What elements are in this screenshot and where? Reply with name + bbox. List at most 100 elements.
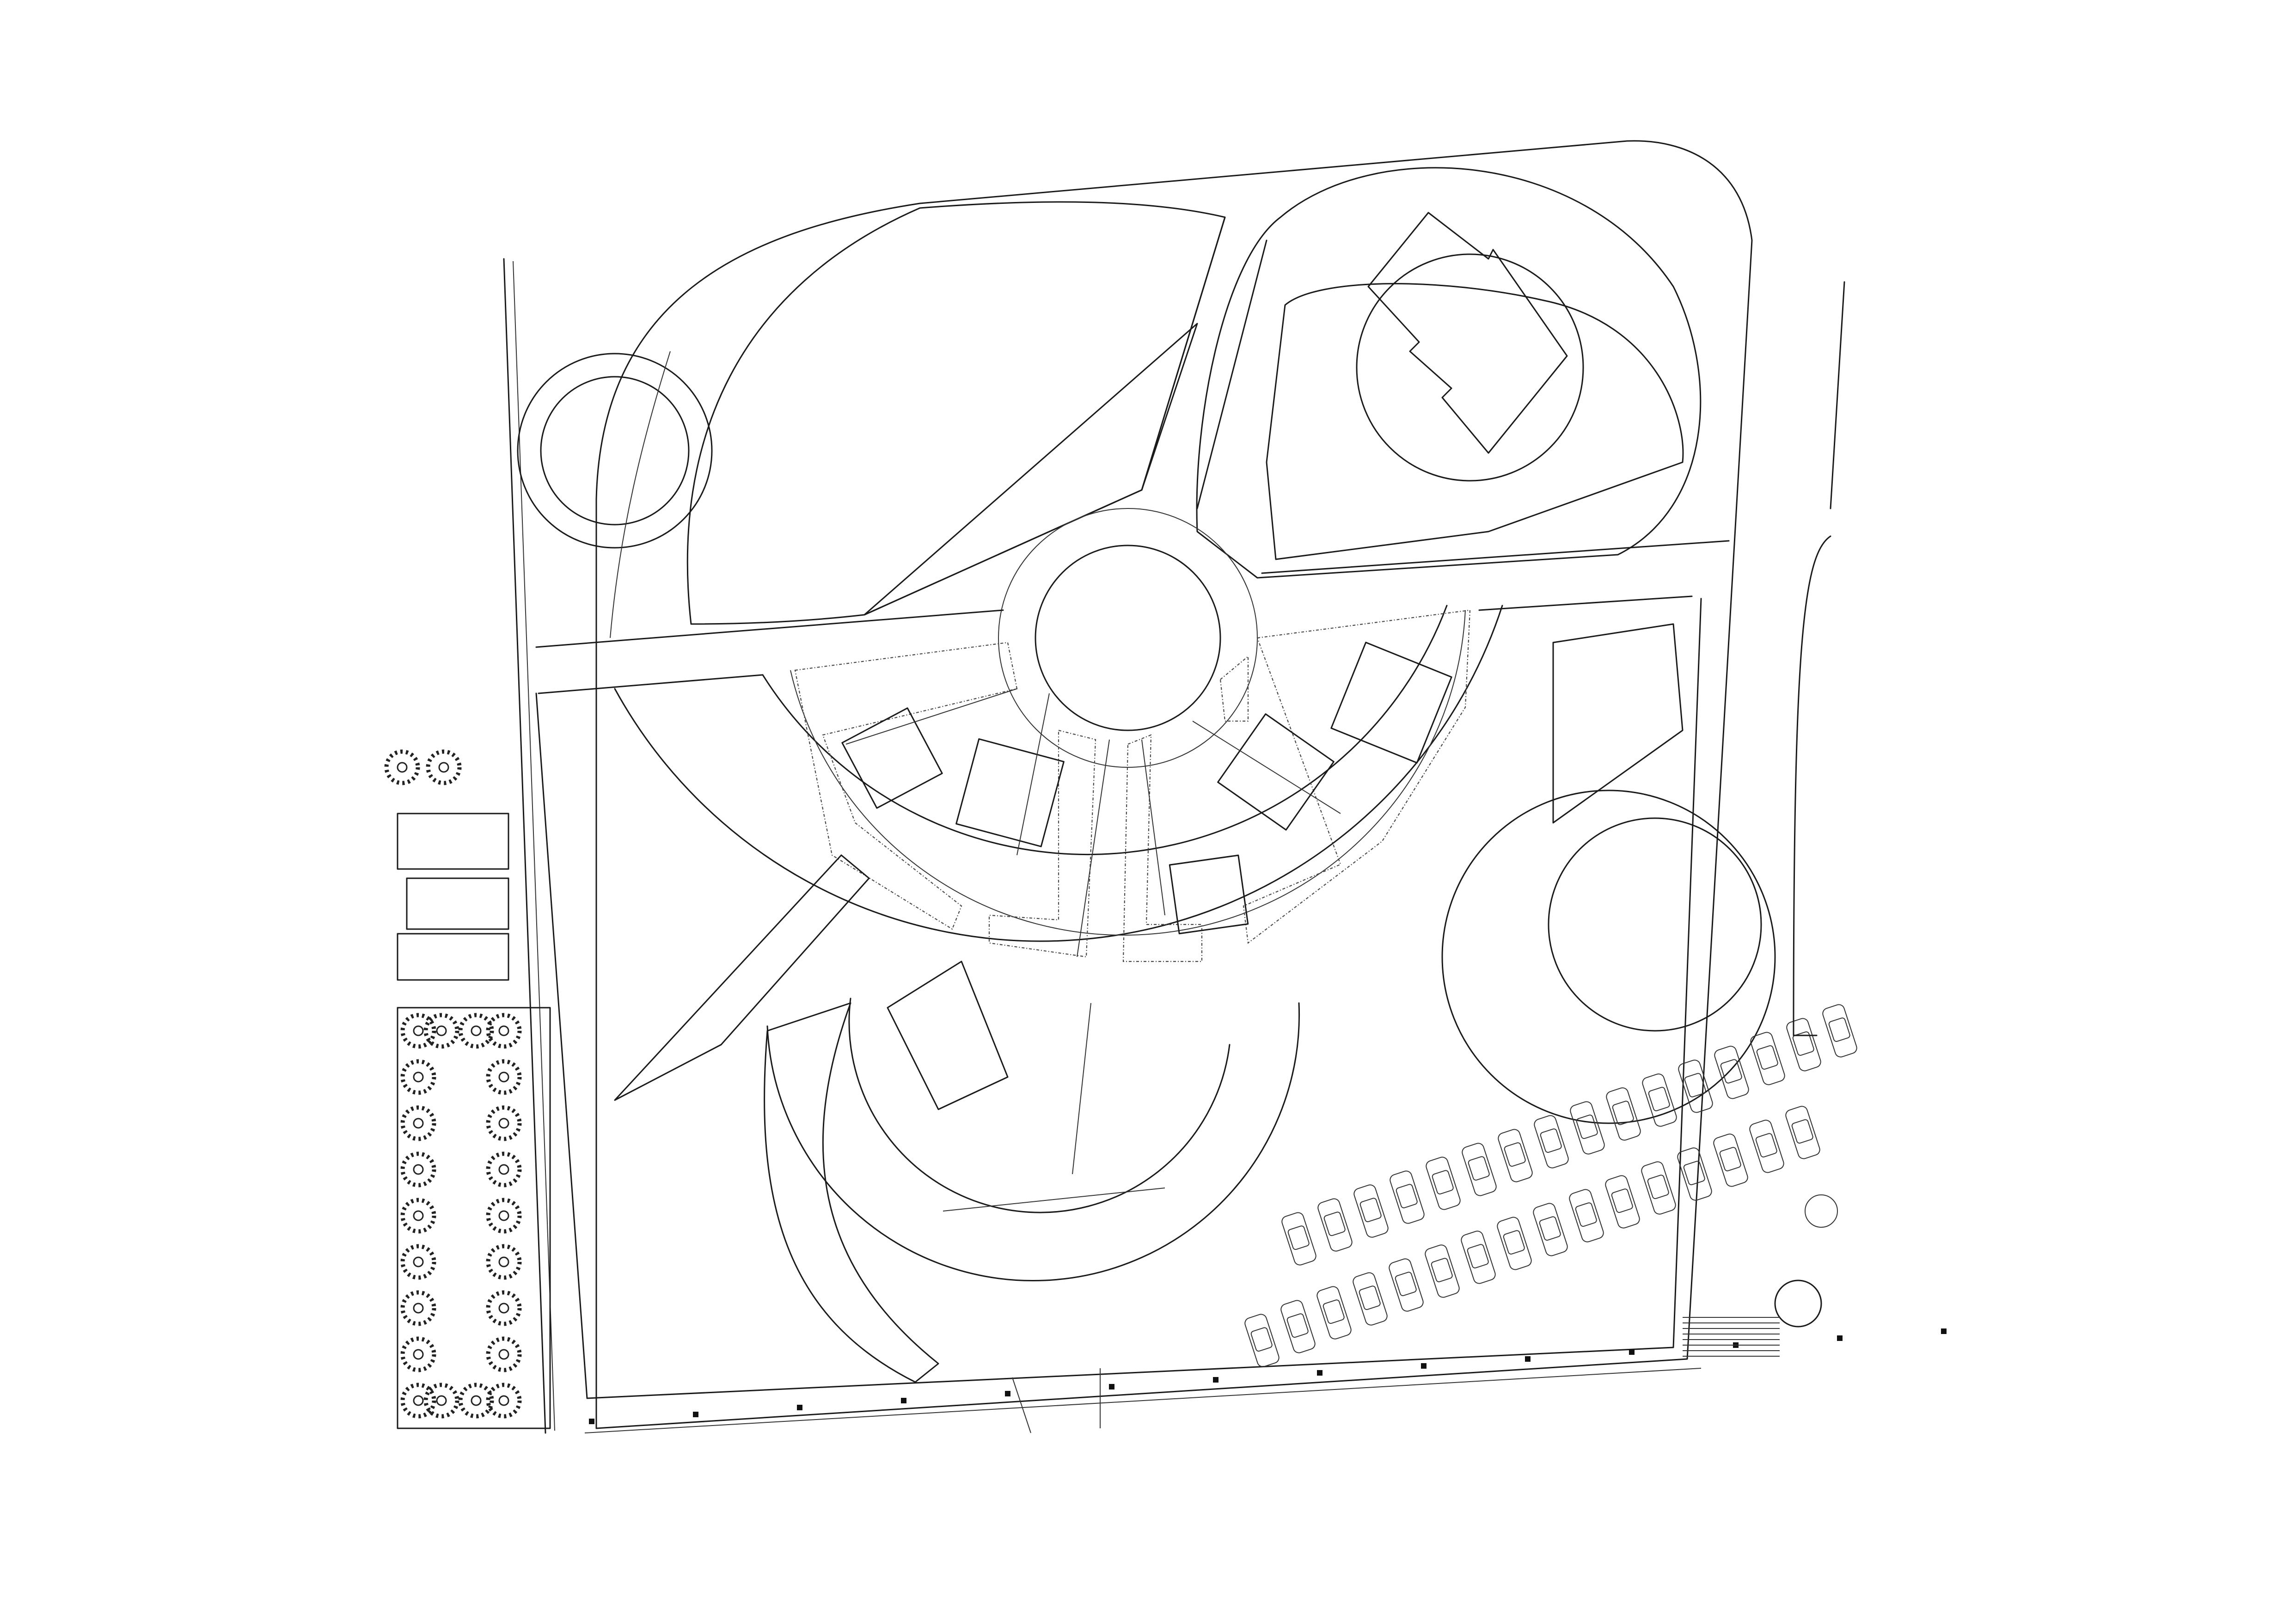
bollard xyxy=(1317,1370,1322,1376)
south-arc-building-inner xyxy=(848,998,1231,1213)
car xyxy=(1606,1087,1641,1141)
car xyxy=(1461,1230,1496,1284)
car xyxy=(1605,1175,1640,1229)
pavilion-2 xyxy=(955,738,1065,847)
inner-perimeter-road xyxy=(535,598,1702,1399)
tree xyxy=(400,1336,436,1372)
car xyxy=(1678,1059,1713,1113)
car xyxy=(1714,1046,1749,1099)
car xyxy=(1425,1244,1460,1298)
tree xyxy=(400,1013,436,1049)
north-west-circle-lawn-inner xyxy=(540,376,690,526)
car xyxy=(1749,1120,1784,1173)
south-arc-building-outer xyxy=(766,1002,1300,1282)
car xyxy=(1534,1115,1569,1169)
car xyxy=(1533,1203,1568,1256)
west-boundary-inner xyxy=(513,261,555,1431)
south-path-1 xyxy=(1072,1003,1091,1175)
car xyxy=(1786,1018,1821,1071)
south-wedge-1 xyxy=(614,854,870,1101)
hedge-east xyxy=(1243,609,1471,944)
hedge-west xyxy=(794,642,1018,930)
car xyxy=(1642,1073,1677,1127)
bollard xyxy=(589,1419,594,1424)
radial-path-4 xyxy=(1141,739,1165,916)
south-east-circle xyxy=(1441,790,1776,1124)
tree xyxy=(400,1383,436,1419)
tree xyxy=(486,1244,522,1280)
hedge-east-inner xyxy=(1219,655,1249,722)
parking-lot xyxy=(1244,1004,1857,1367)
tree xyxy=(486,1336,522,1372)
tree xyxy=(426,749,462,785)
bollard xyxy=(1213,1377,1218,1383)
car xyxy=(1280,1300,1316,1353)
tree xyxy=(400,1105,436,1141)
south-east-building xyxy=(1552,623,1684,824)
bollard xyxy=(1421,1363,1427,1369)
car xyxy=(1317,1198,1353,1252)
triangle-lawn xyxy=(863,323,1198,616)
bollard xyxy=(1941,1328,1947,1334)
main-road-south-edge xyxy=(538,674,764,694)
main-road-north-edge xyxy=(535,609,1004,648)
radial-path-1 xyxy=(845,688,1017,745)
tree xyxy=(486,1290,522,1326)
pavilion-4 xyxy=(1217,713,1335,831)
bollard xyxy=(797,1405,802,1410)
car xyxy=(1570,1101,1605,1155)
trees xyxy=(384,749,522,1419)
car xyxy=(1677,1147,1712,1201)
pavilion-3 xyxy=(1169,854,1249,935)
tree xyxy=(400,1059,436,1095)
car xyxy=(1822,1004,1857,1058)
car xyxy=(1641,1161,1676,1215)
bollard xyxy=(1525,1356,1531,1362)
tree xyxy=(384,749,420,785)
west-boundary xyxy=(503,258,546,1434)
north-east-court xyxy=(1356,253,1584,482)
bollard xyxy=(1005,1391,1010,1396)
radial-path-3 xyxy=(1077,739,1110,957)
hedge-centre-west xyxy=(988,729,1096,958)
tree xyxy=(486,1383,522,1419)
tree xyxy=(423,1013,459,1049)
bollard xyxy=(1629,1349,1635,1355)
south-path-4 xyxy=(1012,1377,1031,1433)
garden-outer-arc xyxy=(614,605,1503,942)
tree xyxy=(486,1013,522,1049)
south-crescent xyxy=(764,1002,939,1383)
east-road-edge-2 xyxy=(1478,595,1693,611)
inner-boundary xyxy=(584,1368,1702,1433)
south-path-2 xyxy=(943,1187,1165,1212)
tree-bed xyxy=(397,1007,551,1429)
tree xyxy=(400,1244,436,1280)
east-street-curb xyxy=(1793,535,1831,1036)
planter-pool xyxy=(406,877,509,930)
bollard xyxy=(1109,1384,1114,1389)
site-boundary xyxy=(595,140,1753,1429)
car xyxy=(1569,1189,1604,1243)
east-street-edge xyxy=(1830,281,1845,509)
car xyxy=(1281,1212,1316,1266)
tree xyxy=(400,1290,436,1326)
tree xyxy=(458,1013,494,1049)
central-plaza xyxy=(1035,545,1221,731)
east-symbol xyxy=(1805,1194,1838,1228)
tree xyxy=(486,1151,522,1187)
tree xyxy=(400,1151,436,1187)
car xyxy=(1426,1157,1461,1210)
car xyxy=(1244,1314,1280,1367)
car xyxy=(1785,1106,1820,1159)
south-east-circle-2 xyxy=(1548,817,1762,1032)
car xyxy=(1353,1184,1389,1238)
car xyxy=(1390,1170,1425,1224)
car xyxy=(1353,1272,1388,1326)
north-road-edge xyxy=(1141,216,1226,491)
car xyxy=(1316,1286,1352,1340)
bollard xyxy=(693,1412,698,1417)
bollards xyxy=(589,1328,1947,1424)
steps xyxy=(1683,1317,1780,1357)
car xyxy=(1389,1258,1424,1312)
